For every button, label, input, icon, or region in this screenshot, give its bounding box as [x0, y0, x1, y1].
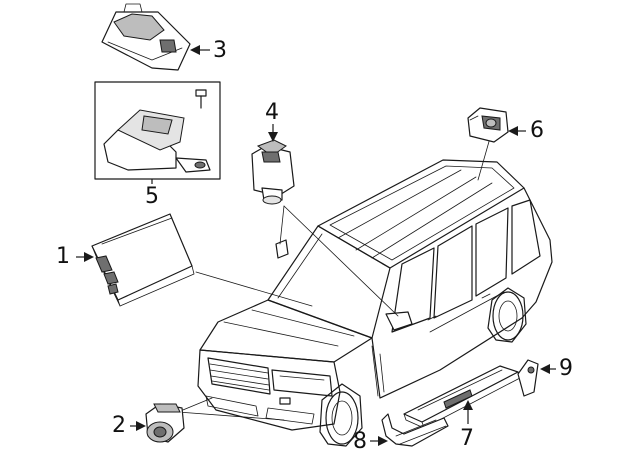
part-8-bracket — [381, 413, 449, 447]
leader-lines — [177, 137, 491, 421]
callout-arrows — [76, 45, 556, 446]
vehicle-illustration — [197, 159, 553, 447]
part-7-side-sensor — [403, 365, 521, 429]
callout-2: 2 — [112, 413, 126, 438]
callout-8: 8 — [353, 429, 367, 454]
callout-3: 3 — [213, 38, 227, 63]
callout-9: 9 — [559, 356, 573, 381]
part-3-sensor-bracket — [101, 3, 191, 71]
callout-4: 4 — [265, 100, 279, 125]
part-5-sensor-box — [94, 81, 221, 180]
part-4-sensor — [251, 139, 295, 205]
callout-1: 1 — [56, 244, 70, 269]
callout-7: 7 — [460, 426, 474, 451]
part-6-camera — [467, 107, 509, 143]
part-2-sensor — [145, 403, 185, 443]
part-9-clip — [517, 359, 539, 397]
callout-5: 5 — [145, 184, 159, 209]
part-1-control-module — [91, 213, 195, 307]
callout-6: 6 — [530, 118, 544, 143]
